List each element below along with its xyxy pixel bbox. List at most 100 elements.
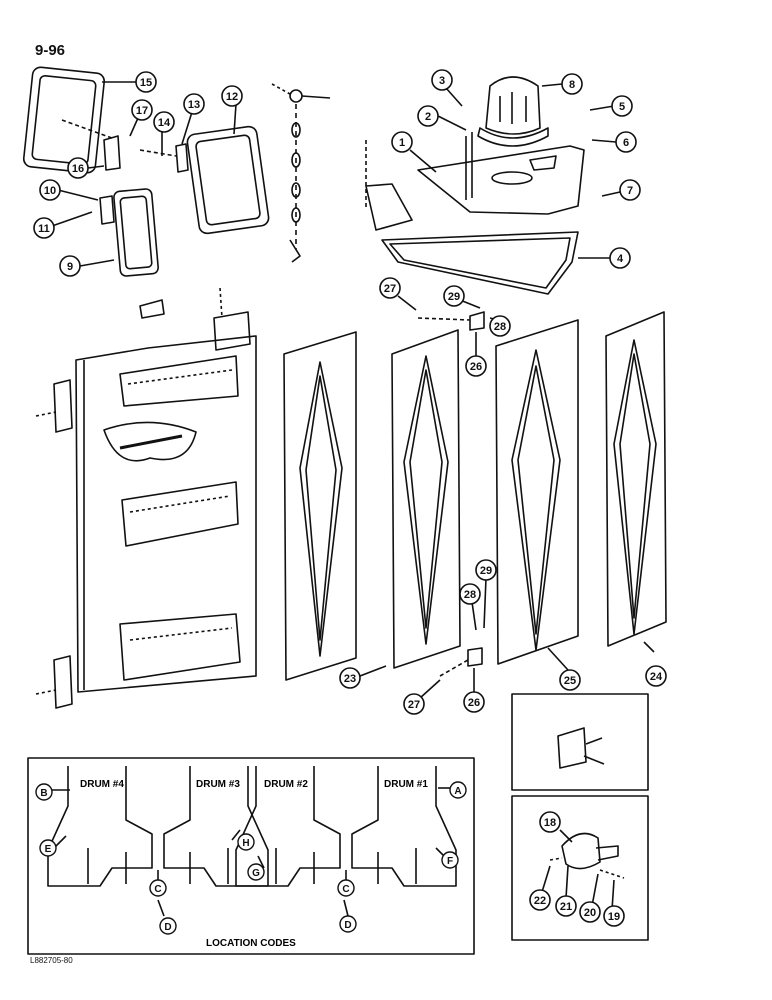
svg-text:18: 18 xyxy=(544,817,556,829)
svg-text:25: 25 xyxy=(564,675,576,687)
drum-2-label: DRUM #2 xyxy=(264,779,308,790)
svg-text:B: B xyxy=(40,788,47,799)
drum-outlines xyxy=(47,766,457,917)
code-e: E xyxy=(39,839,57,857)
door-latches xyxy=(417,311,485,677)
code-d-left: D xyxy=(159,917,177,935)
code-h: H xyxy=(237,833,255,851)
window-pane-small xyxy=(113,188,159,277)
code-a: A xyxy=(449,781,467,799)
detail-bracket-lower xyxy=(549,832,625,879)
svg-text:17: 17 xyxy=(136,105,148,117)
callout-28-top: 28 xyxy=(489,315,511,337)
svg-text:26: 26 xyxy=(470,361,482,373)
hanging-chain xyxy=(271,83,331,263)
callout-18: 18 xyxy=(539,811,573,843)
svg-text:22: 22 xyxy=(534,895,546,907)
callout-14: 14 xyxy=(153,111,175,156)
svg-text:13: 13 xyxy=(188,99,200,111)
svg-text:2: 2 xyxy=(425,111,431,123)
callout-24: 24 xyxy=(643,641,667,687)
door-panel-middle xyxy=(391,329,461,669)
callout-17: 17 xyxy=(129,99,153,137)
callout-8: 8 xyxy=(541,73,583,95)
detail-box-lower xyxy=(511,795,649,941)
svg-text:C: C xyxy=(154,884,161,895)
svg-text:26: 26 xyxy=(468,697,480,709)
svg-text:29: 29 xyxy=(480,565,492,577)
callout-23: 23 xyxy=(339,665,387,689)
code-c-left: C xyxy=(149,879,167,897)
code-f: F xyxy=(441,851,459,869)
svg-text:G: G xyxy=(252,868,260,879)
callout-26-bottom: 26 xyxy=(463,668,485,713)
drum-1-label: DRUM #1 xyxy=(384,779,428,790)
svg-text:21: 21 xyxy=(560,901,572,913)
detail-bracket-upper xyxy=(557,727,605,769)
callout-27-bottom: 27 xyxy=(403,679,441,715)
location-code-markers: A B C C D D E F G H xyxy=(35,781,467,935)
svg-text:29: 29 xyxy=(448,291,460,303)
svg-text:A: A xyxy=(454,786,461,797)
svg-text:7: 7 xyxy=(627,185,633,197)
deflector xyxy=(365,140,413,231)
ventilator-cap xyxy=(477,76,549,147)
callout-13: 13 xyxy=(181,93,205,145)
door-panel-24 xyxy=(605,311,667,647)
callout-22: 22 xyxy=(529,865,551,911)
svg-text:10: 10 xyxy=(44,185,56,197)
callout-4: 4 xyxy=(578,247,631,269)
top-cover-plate xyxy=(417,132,585,215)
svg-text:19: 19 xyxy=(608,911,620,923)
svg-text:3: 3 xyxy=(439,75,445,87)
callout-16: 16 xyxy=(67,157,105,179)
svg-text:1: 1 xyxy=(399,137,405,149)
callout-10: 10 xyxy=(39,179,99,201)
code-c-right: C xyxy=(337,879,355,897)
callout-1: 1 xyxy=(391,131,437,173)
callout-29-bottom: 29 xyxy=(475,559,497,629)
svg-text:27: 27 xyxy=(384,283,396,295)
page-number: 9-96 xyxy=(35,42,66,59)
svg-text:11: 11 xyxy=(38,223,50,235)
svg-text:15: 15 xyxy=(140,77,152,89)
code-g: G xyxy=(247,863,265,881)
figure-code: L882705-80 xyxy=(30,956,73,965)
callout-15: 15 xyxy=(102,71,157,93)
callout-19: 19 xyxy=(603,879,625,927)
drum-3-label: DRUM #3 xyxy=(196,779,240,790)
svg-text:F: F xyxy=(447,856,453,867)
svg-text:E: E xyxy=(45,844,52,855)
svg-text:23: 23 xyxy=(344,673,356,685)
callout-5: 5 xyxy=(589,95,633,117)
callout-6: 6 xyxy=(591,131,637,153)
callout-29-top: 29 xyxy=(443,285,481,309)
callout-25: 25 xyxy=(547,647,581,691)
callout-11: 11 xyxy=(33,211,93,239)
callout-3: 3 xyxy=(431,69,463,107)
svg-text:14: 14 xyxy=(158,117,171,129)
window-pane-right xyxy=(186,125,270,235)
callout-2: 2 xyxy=(417,105,467,131)
callout-markers: 1 2 3 4 5 6 7 8 9 10 11 12 13 14 15 16 1… xyxy=(33,69,667,927)
svg-text:D: D xyxy=(164,922,171,933)
code-d-right: D xyxy=(339,915,357,933)
callout-7: 7 xyxy=(601,179,641,201)
location-codes-box xyxy=(27,757,475,955)
svg-text:12: 12 xyxy=(226,91,238,103)
svg-text:6: 6 xyxy=(623,137,629,149)
svg-text:24: 24 xyxy=(650,671,663,683)
location-codes-title: LOCATION CODES xyxy=(206,938,296,949)
svg-text:8: 8 xyxy=(569,79,575,91)
svg-text:H: H xyxy=(242,838,249,849)
callout-28-bottom: 28 xyxy=(459,583,481,631)
window-hinges xyxy=(61,119,189,225)
svg-text:16: 16 xyxy=(72,163,84,175)
callout-21: 21 xyxy=(555,865,577,917)
callout-26-top: 26 xyxy=(465,332,487,377)
callout-9: 9 xyxy=(59,255,115,277)
svg-text:9: 9 xyxy=(67,261,73,273)
door-panel-25 xyxy=(495,319,579,665)
svg-text:4: 4 xyxy=(617,253,624,265)
